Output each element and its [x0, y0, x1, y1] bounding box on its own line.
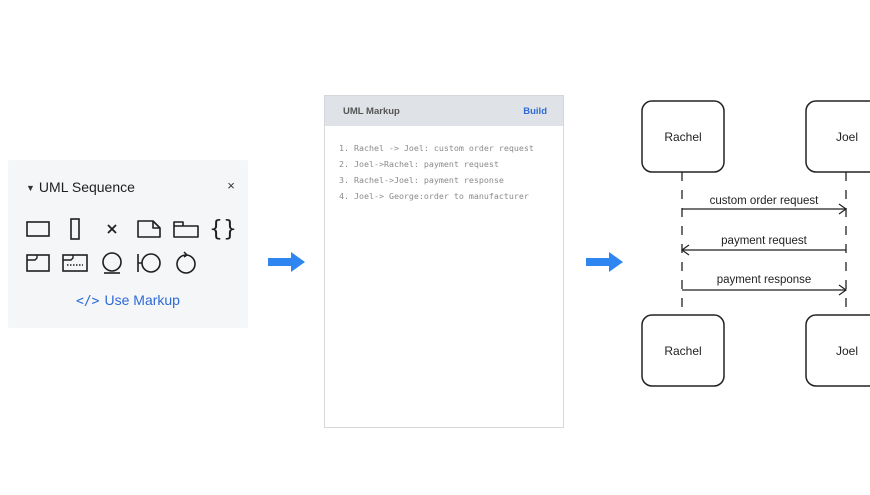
arrowhead-icon — [680, 244, 690, 256]
panel-header: ▼ UML Sequence × — [8, 160, 248, 210]
rectangle-icon[interactable] — [24, 216, 52, 242]
arrowhead-icon — [838, 284, 848, 296]
close-icon[interactable]: × — [227, 178, 235, 193]
panel-title: UML Sequence — [38, 179, 135, 195]
markup-header: UML Markup Build — [325, 96, 563, 126]
code-icon: </> — [76, 294, 100, 309]
participant-box-joel[interactable] — [805, 314, 870, 387]
use-markup-label: Use Markup — [104, 292, 180, 308]
participant-label-rachel: Rachel — [664, 130, 701, 144]
use-markup-button[interactable]: </> Use Markup — [8, 292, 248, 309]
destroy-x-icon[interactable] — [98, 216, 126, 242]
boundary-icon[interactable] — [135, 250, 163, 276]
message-label: payment request — [721, 235, 807, 247]
tall-rectangle-icon[interactable] — [61, 216, 89, 242]
caret-down-icon[interactable]: ▼ — [26, 182, 35, 193]
right-arrow-icon — [586, 252, 623, 272]
markup-line: 2. Joel->Rachel: payment request — [339, 159, 499, 169]
message-label: custom order request — [710, 195, 819, 207]
markup-editor[interactable]: 1. Rachel -> Joel: custom order request … — [325, 126, 563, 204]
message-label: payment response — [717, 274, 812, 286]
shape-grid: {} — [24, 216, 246, 284]
control-icon[interactable] — [172, 250, 200, 276]
arrowhead-icon — [838, 203, 848, 215]
uml-sequence-panel: ▼ UML Sequence × {} — [8, 160, 248, 328]
build-button[interactable]: Build — [523, 106, 547, 117]
braces-label: {} — [209, 216, 237, 242]
panel-title-toggle[interactable]: ▼ UML Sequence — [26, 179, 135, 195]
package-icon[interactable] — [172, 216, 200, 242]
braces-icon[interactable]: {} — [209, 216, 237, 242]
markup-line: 4. Joel-> George:order to manufacturer — [339, 191, 529, 201]
participant-label-rachel: Rachel — [664, 344, 701, 358]
note-icon[interactable] — [135, 216, 163, 242]
markup-line: 1. Rachel -> Joel: custom order request — [339, 143, 534, 153]
ruler-box-icon[interactable] — [61, 250, 89, 276]
markup-line: 3. Rachel->Joel: payment response — [339, 175, 504, 185]
participant-label-joel: Joel — [836, 344, 858, 358]
uml-markup-panel: UML Markup Build 1. Rachel -> Joel: cust… — [324, 95, 564, 428]
participant-box-rachel[interactable] — [641, 100, 725, 173]
markup-title: UML Markup — [343, 106, 400, 117]
participant-label-joel: Joel — [836, 130, 858, 144]
frame-icon[interactable] — [24, 250, 52, 276]
shape-row: {} — [24, 216, 246, 242]
participant-box-rachel[interactable] — [641, 314, 725, 387]
entity-icon[interactable] — [98, 250, 126, 276]
participant-box-joel[interactable] — [805, 100, 870, 173]
shape-row — [24, 250, 246, 276]
right-arrow-icon — [268, 252, 305, 272]
